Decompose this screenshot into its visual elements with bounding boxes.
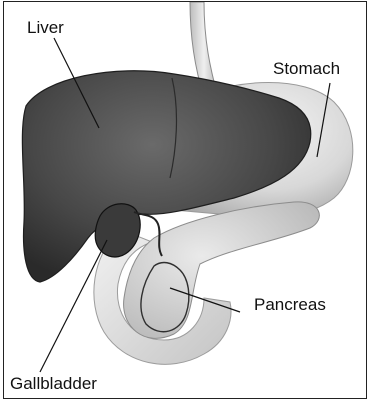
stomach-label: Stomach <box>273 60 340 77</box>
figure-frame: Liver Stomach Pancreas Gallbladder <box>3 1 367 399</box>
liver-label: Liver <box>27 19 64 36</box>
pancreas-label: Pancreas <box>254 296 326 313</box>
gallbladder-label: Gallbladder <box>10 375 97 392</box>
